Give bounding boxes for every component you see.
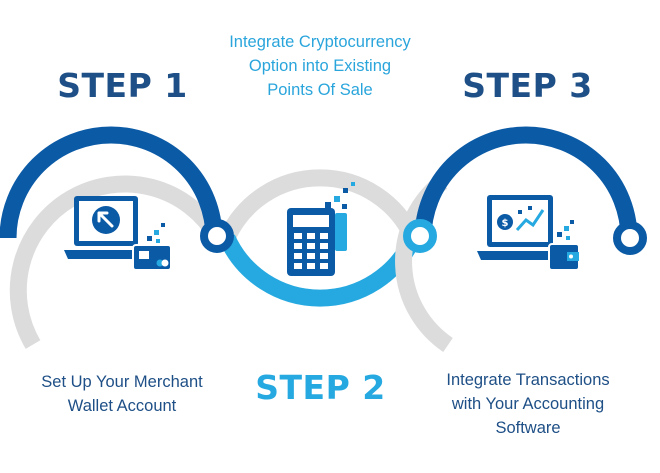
step-2-description-line: Integrate Cryptocurrency [229, 33, 411, 51]
step-1-description-line: Wallet Account [67, 397, 177, 415]
laptop-with-cursor-and-card-icon [64, 196, 172, 271]
step-2-description-line: Points Of Sale [267, 81, 373, 99]
step-1-description-line: Set Up Your Merchant [41, 373, 203, 391]
connector-dot-1 [200, 219, 234, 253]
step-1-description: Set Up Your Merchant Wallet Account [8, 370, 236, 418]
step-3-description-line: with Your Accounting [451, 395, 605, 413]
step-1-title: STEP 1 [57, 66, 188, 105]
step-2-title: STEP 2 [255, 368, 386, 407]
connector-dot-3 [613, 221, 647, 255]
step-2-ring [219, 169, 421, 307]
step-3-ring [395, 126, 638, 353]
step-3-description: Integrate Transactions with Your Account… [418, 368, 638, 440]
step-3-title: STEP 3 [462, 66, 593, 105]
step-1-ring [0, 126, 225, 349]
step-2-description-line: Option into Existing [248, 57, 392, 75]
step-2-description: Integrate Cryptocurrency Option into Exi… [200, 30, 440, 102]
step-3-description-line: Integrate Transactions [446, 371, 610, 389]
laptop-with-chart-and-wallet-icon: $ [477, 195, 580, 271]
step-3-description-line: Software [495, 419, 561, 437]
pos-terminal-icon [287, 182, 355, 276]
svg-text:$: $ [502, 218, 509, 229]
connector-dot-2 [403, 219, 437, 253]
